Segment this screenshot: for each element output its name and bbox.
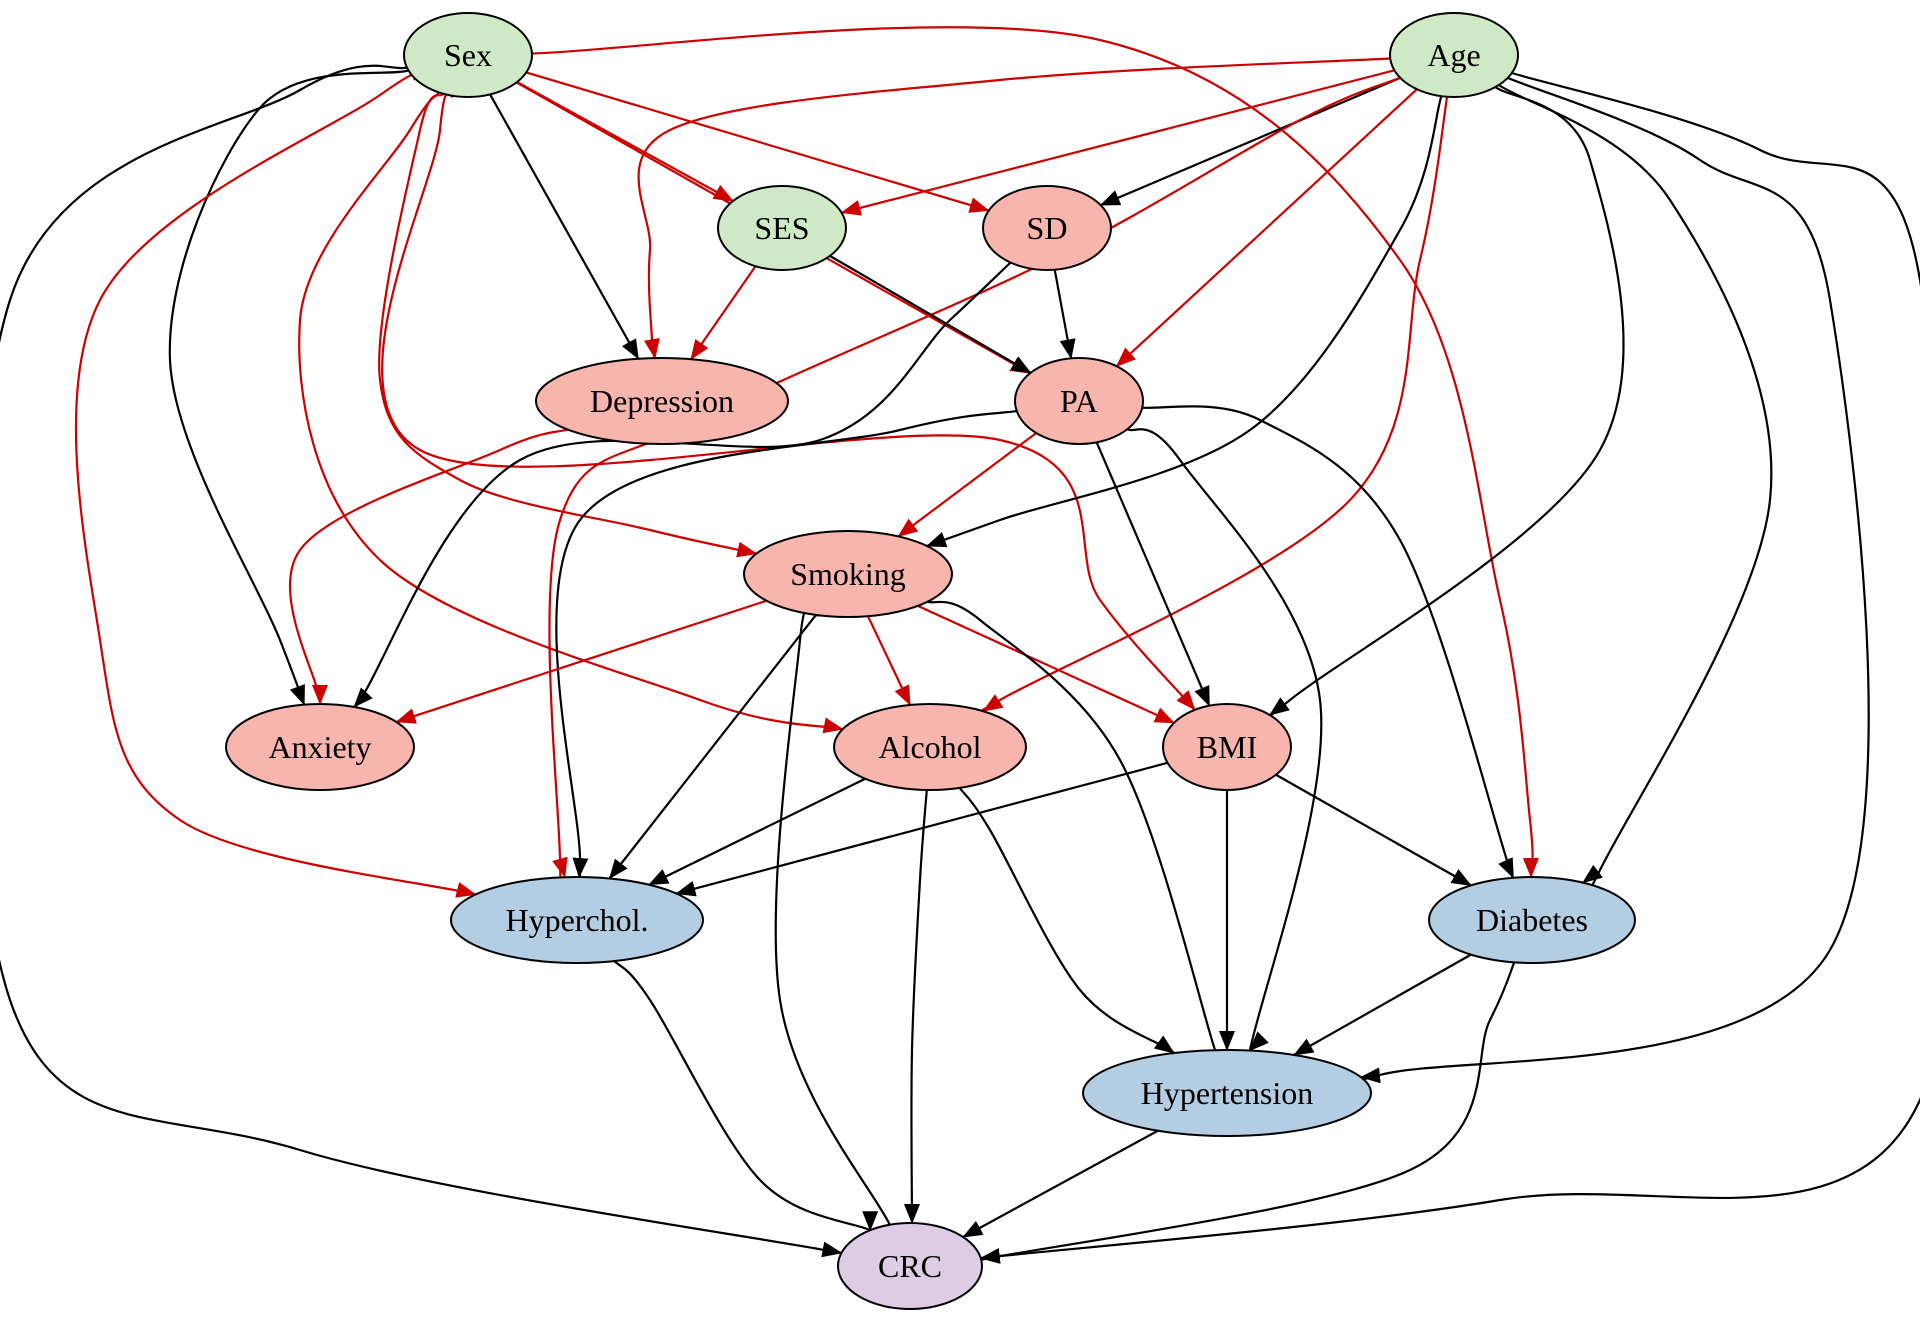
node-ses: SES [717,185,847,271]
node-pa-shape [1014,357,1144,445]
edge-hyperchol-to-crc [613,960,882,1235]
edge-sex-to-smoking [378,92,758,558]
node-pa: PA [1014,357,1144,445]
edge-sex-to-anxiety [168,69,409,706]
edge-diabetes-to-hypertension [1293,953,1472,1056]
edge-depression-to-anxiety [288,428,569,714]
edge-age-to-ses [840,69,1395,216]
node-age-label: Age [1427,37,1480,73]
node-diabetes-shape [1428,876,1636,964]
node-anxiety-label: Anxiety [268,729,371,765]
edge-sex-to-sd [525,71,990,213]
node-age: Age [1389,12,1519,98]
node-hyperchol-label: Hyperchol. [505,902,648,938]
edge-age-to-smoking [925,95,1443,548]
node-depression: Depression [535,357,789,445]
edge-sex-to-bmi [381,91,1196,711]
node-sex: Sex [403,12,533,98]
node-ses-shape [717,185,847,271]
node-hypertension: Hypertension [1082,1049,1372,1137]
edge-ses-to-depression [690,265,757,360]
node-sd-shape [982,185,1112,271]
node-alcohol-label: Alcohol [878,729,981,765]
edge-layer [0,26,1920,1269]
edge-pa-to-diabetes [1142,405,1521,898]
edge-hypertension-to-crc [962,1129,1159,1238]
edge-alcohol-to-hyperchol [648,777,866,886]
edge-age-to-pa [1115,88,1418,368]
node-smoking-label: Smoking [790,556,906,592]
node-anxiety: Anxiety [225,703,415,791]
edge-age-to-hypertension [1339,76,1870,1087]
node-diabetes: Diabetes [1428,876,1636,964]
edge-smoking-to-crc [774,603,901,1245]
edge-age-to-depression [637,57,1391,360]
edge-sex-to-depression [489,93,640,360]
edge-age-to-crc [979,71,1920,1264]
edge-age-to-sd [1099,76,1401,207]
edge-sex-to-ses [516,81,734,202]
edge-age-to-bmi [1258,86,1625,725]
edge-age-to-diabetes [1498,84,1773,903]
edge-pa-to-hyperchol [555,410,1017,892]
node-anxiety-shape [225,703,415,791]
edge-smoking-to-hyperchol [608,614,817,880]
node-crc-shape [837,1222,983,1310]
edge-bmi-to-diabetes [1275,773,1472,887]
node-sex-label: Sex [444,37,492,73]
edge-age-to-alcohol [967,96,1449,720]
edge-sex-to-hyperchol [74,72,477,898]
node-alcohol-shape [833,703,1027,791]
node-sex-shape [403,12,533,98]
node-age-shape [1389,12,1519,98]
node-depression-shape [535,357,789,445]
node-bmi-shape [1162,703,1292,791]
edge-sd-to-anxiety [345,261,1012,722]
edge-smoking-to-hypertension [927,600,1229,1073]
edge-sex-to-alcohol [298,91,844,734]
node-hypertension-label: Hypertension [1141,1075,1313,1111]
node-bmi-label: BMI [1197,729,1257,765]
edge-pa-to-smoking [897,432,1037,538]
node-hyperchol: Hyperchol. [450,876,704,964]
edge-smoking-to-alcohol [867,615,912,706]
edge-sex-to-diabetes [531,26,1539,878]
edge-sex-to-crc [0,64,843,1258]
edge-alcohol-to-crc [904,789,928,1237]
edge-bmi-to-hyperchol [675,761,1168,897]
node-pa-label: PA [1060,383,1098,419]
edge-smoking-to-bmi [917,604,1175,724]
edge-ses-to-pa [829,254,1032,374]
node-smoking-shape [743,530,953,618]
node-sd: SD [982,185,1112,271]
edge-pa-to-bmi [1095,441,1211,707]
edge-sd-to-pa [1053,269,1076,360]
node-crc-label: CRC [878,1248,942,1284]
node-alcohol: Alcohol [833,703,1027,791]
node-crc: CRC [837,1222,983,1310]
node-ses-label: SES [754,210,809,246]
node-smoking: Smoking [743,530,953,618]
node-diabetes-label: Diabetes [1476,902,1588,938]
node-bmi: BMI [1162,703,1292,791]
edge-alcohol-to-hypertension [958,787,1180,1057]
node-sd-label: SD [1027,210,1068,246]
node-depression-label: Depression [590,383,734,419]
node-hyperchol-shape [450,876,704,964]
node-hypertension-shape [1082,1049,1372,1137]
edge-smoking-to-anxiety [395,599,767,724]
